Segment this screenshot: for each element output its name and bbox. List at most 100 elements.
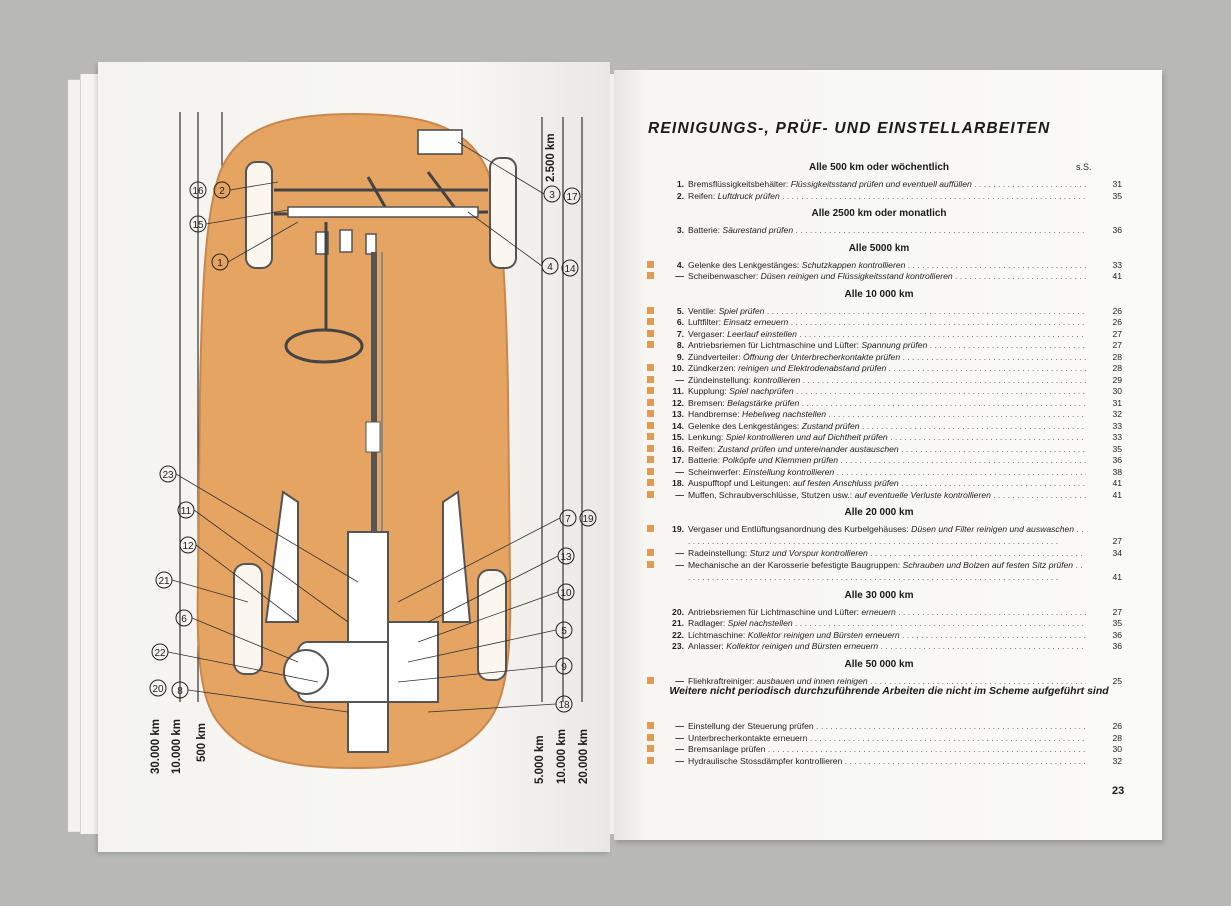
- item-number: 4.: [676, 259, 684, 270]
- interval-heading: Alle 10 000 km: [844, 288, 914, 300]
- interval-heading: Alle 20 000 km: [844, 507, 914, 518]
- page-reference: 31: [1112, 179, 1122, 189]
- item-detail: Schutzkappen kontrollieren: [801, 259, 906, 270]
- item-detail: Öffnung der Unterbrecherkontakte prüfen: [742, 351, 901, 362]
- item-label: Gelenke des Lenkgestänges:: [688, 259, 802, 270]
- interval-marker: [647, 676, 654, 684]
- item-label: Mechanische an der Karosserie befestigte…: [688, 559, 903, 570]
- page-reference: 33: [1112, 432, 1122, 442]
- callout-17: 17: [566, 192, 578, 203]
- page-reference: 30: [1112, 386, 1122, 396]
- item-label: Antriebsriemen für Lichtmaschine und Lüf…: [688, 606, 862, 617]
- item-description: Unterbrecherkontakte erneuern: [688, 732, 1086, 744]
- item-detail: Polköpfe und Klemmen prüfen: [722, 455, 839, 465]
- item-description: Kupplung: Spiel nachprüfen: [688, 385, 1086, 397]
- table-row: —Unterbrecherkontakte erneuern 28: [644, 732, 1122, 744]
- interval-marker: [647, 272, 654, 279]
- item-label: Unterbrecherkontakte erneuern: [688, 732, 810, 743]
- page-reference: 29: [1112, 374, 1122, 385]
- item-number: 17.: [672, 455, 684, 465]
- item-label: Scheibenwascher:: [688, 271, 761, 281]
- item-description: Muffen, Schraubverschlüsse, Stutzen usw.…: [688, 489, 1086, 501]
- page-title: REINIGUNGS-, PRÜF- UND EINSTELLARBEITEN: [648, 120, 1051, 137]
- table-row: 19.Vergaser und Entlüftungsanordnung des…: [644, 523, 1122, 547]
- item-label: Zündverteiler:: [688, 351, 743, 362]
- item-number: 6.: [676, 317, 684, 327]
- page-reference: 27: [1112, 328, 1122, 339]
- page-reference: 36: [1112, 641, 1122, 651]
- callout-5: 5: [561, 626, 567, 637]
- callout-19: 19: [582, 514, 594, 525]
- page-reference: 25: [1112, 675, 1122, 686]
- table-row: 22.Lichtmaschine: Kollektor reinigen und…: [644, 629, 1122, 641]
- maintenance-page: REINIGUNGS-, PRÜF- UND EINSTELLARBEITEN …: [614, 70, 1162, 840]
- interval-marker: [647, 490, 654, 498]
- item-label: Ventile:: [688, 305, 719, 316]
- item-label: Muffen, Schraubverschlüsse, Stutzen usw.…: [688, 489, 855, 500]
- callout-13: 13: [560, 552, 572, 563]
- table-row: —Fliehkraftreiniger: ausbauen und innen …: [644, 675, 1122, 687]
- item-description: Antriebsriemen für Lichtmaschine und Lüf…: [688, 339, 1086, 351]
- callouts-right: 3 17 4 14 7 19 13 10 5 9 18: [541, 185, 597, 713]
- interval-marker: [647, 525, 654, 532]
- item-label: Auspufftopf und Leitungen:: [688, 478, 793, 488]
- interval-marker: [647, 364, 654, 371]
- item-detail: Einsatz erneuern: [723, 317, 789, 327]
- item-number: 8.: [676, 340, 684, 350]
- item-detail: Einstellung kontrollieren: [742, 466, 835, 477]
- item-label: Antriebsriemen für Lichtmaschine und Lüf…: [688, 340, 862, 350]
- callout-21: 21: [158, 576, 170, 587]
- item-label: Bremsflüssigkeitsbehälter:: [688, 179, 791, 189]
- item-description: Batterie: Polköpfe und Klemmen prüfen: [688, 454, 1086, 466]
- item-description: Vergaser und Entlüftungsanordnung des Ku…: [688, 523, 1086, 547]
- table-row: 6.Luftfilter: Einsatz erneuern26: [644, 316, 1122, 328]
- item-detail: Düsen reinigen und Flüssigkeitsstand kon…: [760, 271, 953, 281]
- item-detail: Leerlauf einstellen: [727, 328, 797, 339]
- callout-20: 20: [152, 684, 164, 695]
- item-number: 14.: [672, 420, 684, 431]
- page-reference: 35: [1112, 190, 1122, 201]
- item-number: 11.: [672, 386, 684, 396]
- table-row: —Hydraulische Stossdämpfer kontrollieren…: [644, 755, 1122, 767]
- item-number: 22.: [672, 629, 684, 640]
- interval-heading: Alle 500 km oder wöchentlich: [808, 162, 950, 173]
- item-detail: Zustand prüfen: [801, 420, 860, 431]
- callout-10: 10: [560, 588, 572, 599]
- item-number: —: [675, 271, 684, 281]
- callout-11: 11: [181, 506, 192, 517]
- item-label: Bremsanlage prüfen: [688, 744, 768, 754]
- page-reference: 26: [1112, 317, 1122, 327]
- item-number: 21.: [672, 618, 684, 628]
- item-detail: Säurestand prüfen: [722, 225, 794, 235]
- page-reference: 41: [1112, 478, 1122, 488]
- item-description: Batterie: Säurestand prüfen: [688, 224, 1086, 236]
- item-number: 1.: [676, 179, 684, 189]
- item-number: 10.: [672, 363, 684, 373]
- item-detail: reinigen und Elektrodenabstand prüfen: [738, 363, 887, 373]
- page-reference: 26: [1112, 305, 1122, 316]
- table-row: 17. Batterie: Polköpfe und Klemmen prüfen…: [644, 454, 1122, 466]
- item-detail: erneuern: [861, 606, 896, 617]
- chassis-diagram: 16 2 15 1 23 11 12 21 6 22 20 8 3 17: [149, 112, 597, 770]
- page-reference: 41: [1112, 271, 1122, 281]
- table-row: —Muffen, Schraubverschlüsse, Stutzen usw…: [644, 489, 1122, 501]
- page-reference: 28: [1112, 363, 1122, 373]
- interval-heading: Alle 2500 km oder monatlich: [811, 208, 947, 219]
- item-description: Zündeinstellung: kontrollieren: [688, 374, 1086, 386]
- item-description: Zündkerzen: reinigen und Elektrodenabsta…: [688, 362, 1086, 374]
- interval-label-2500: 2.500 km: [545, 133, 557, 182]
- callout-4: 4: [547, 262, 553, 273]
- item-detail: auf festen Anschluss prüfen: [792, 478, 899, 488]
- interval-marker: [647, 398, 654, 406]
- item-description: Auspufftopf und Leitungen: auf festen An…: [688, 477, 1086, 489]
- item-detail: ausbauen und innen reinigen: [756, 675, 868, 686]
- table-row: —Einstellung der Steuerung prüfen 26: [644, 720, 1122, 732]
- table-row: 8. Antriebsriemen für Lichtmaschine und L…: [644, 339, 1122, 351]
- page-reference: 31: [1112, 397, 1122, 408]
- item-description: Ventile: Spiel prüfen: [688, 305, 1086, 317]
- page-reference: 27: [1112, 340, 1122, 350]
- page-reference: 36: [1112, 225, 1122, 235]
- table-row: 18.Auspufftopf und Leitungen: auf festen…: [644, 477, 1122, 489]
- diagram-page: 16 2 15 1 23 11 12 21 6 22 20 8 3 17: [98, 62, 610, 852]
- table-row: 13.Handbremse: Hebelweg nachstellen32: [644, 408, 1122, 420]
